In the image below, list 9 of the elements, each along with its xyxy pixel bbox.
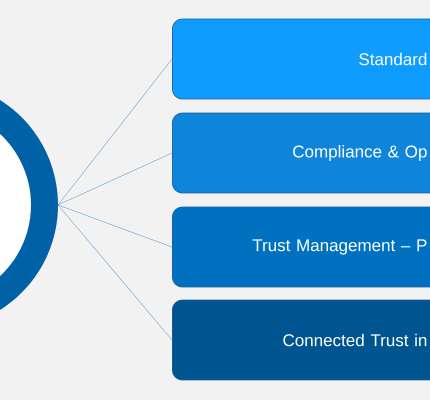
rounded-box: Connected Trust in xyxy=(172,300,430,380)
ring xyxy=(0,100,58,310)
connector-line xyxy=(58,152,172,206)
connector-line xyxy=(58,204,172,340)
rounded-box: Compliance & Op xyxy=(172,112,430,194)
connector-line xyxy=(58,204,172,248)
rounded-box: Standard xyxy=(172,18,430,100)
connector-line xyxy=(58,58,172,206)
rounded-box: Trust Management – P xyxy=(172,206,430,288)
